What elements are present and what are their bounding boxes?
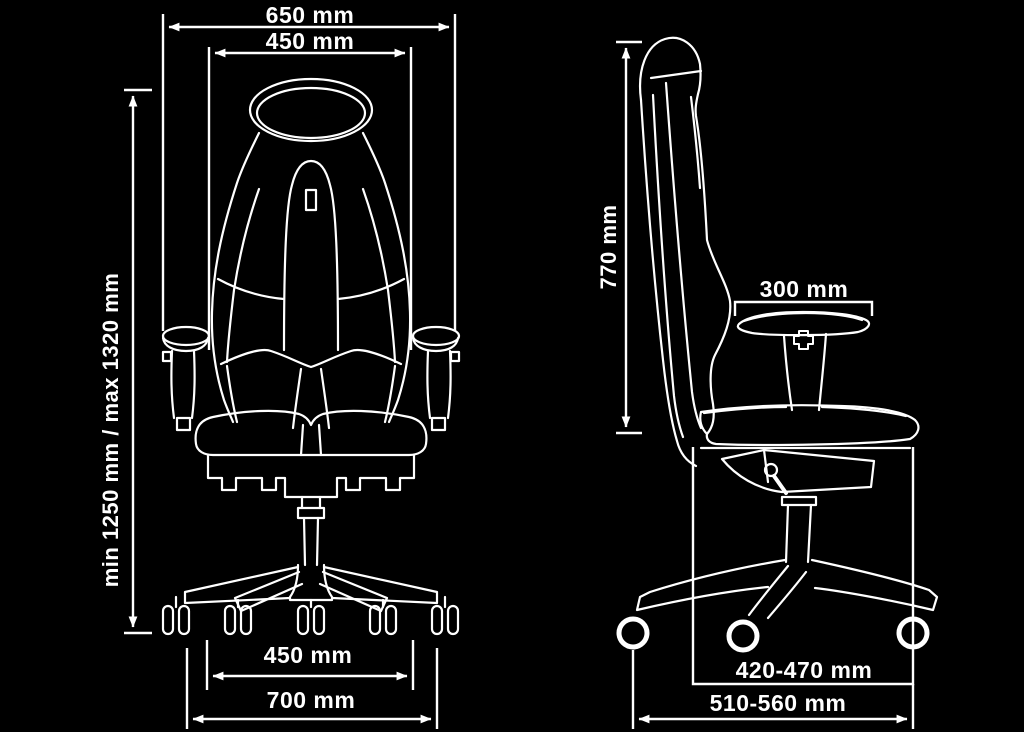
front-mechanism <box>206 453 416 567</box>
adjust-lever <box>772 474 788 495</box>
front-headrest <box>248 77 374 143</box>
front-armrest-right <box>411 325 461 432</box>
side-casters <box>616 616 930 653</box>
front-casters <box>161 595 460 636</box>
dim-inner-base-width <box>205 640 415 690</box>
dim-seat-depth <box>691 447 915 686</box>
dim-backrest-height <box>616 40 642 435</box>
backrest-logo-tag <box>304 188 318 212</box>
side-backrest <box>639 36 732 468</box>
dim-label-inner-base-width: 450 mm <box>264 642 353 668</box>
side-seat <box>699 404 920 450</box>
side-view: 770 mm 300 mm 420-470 mm 510-560 mm <box>596 36 939 729</box>
front-backrest <box>210 131 412 430</box>
dim-label-height-range: min 1250 mm / max 1320 mm <box>98 273 123 588</box>
dim-label-backrest-height: 770 mm <box>596 205 621 290</box>
adjust-lever-knob <box>763 462 779 478</box>
side-mechanism <box>720 448 876 495</box>
front-armrest-left <box>161 325 211 432</box>
dim-label-overall-width: 650 mm <box>266 2 355 28</box>
dim-base-depth <box>631 650 915 729</box>
dim-overall-width <box>161 14 457 331</box>
front-seat <box>194 409 428 457</box>
front-base <box>183 563 439 613</box>
dim-label-armrest-length: 300 mm <box>760 276 849 302</box>
dim-label-base-width: 700 mm <box>267 687 356 713</box>
dim-backrest-width <box>207 47 413 350</box>
dim-base-width <box>185 648 439 729</box>
side-armrest <box>736 310 871 412</box>
dim-label-backrest-width: 450 mm <box>266 28 355 54</box>
side-chair-drawing <box>616 36 939 653</box>
plus-icon <box>793 330 814 350</box>
side-base <box>635 495 939 620</box>
dim-label-seat-depth: 420-470 mm <box>736 657 873 683</box>
dim-height-range <box>124 88 152 635</box>
front-chair-drawing <box>161 77 461 636</box>
dim-armrest-length <box>733 300 874 316</box>
front-view: 650 mm 450 mm min 1250 mm / max 1320 mm … <box>98 2 461 729</box>
dim-label-base-depth: 510-560 mm <box>710 690 847 716</box>
